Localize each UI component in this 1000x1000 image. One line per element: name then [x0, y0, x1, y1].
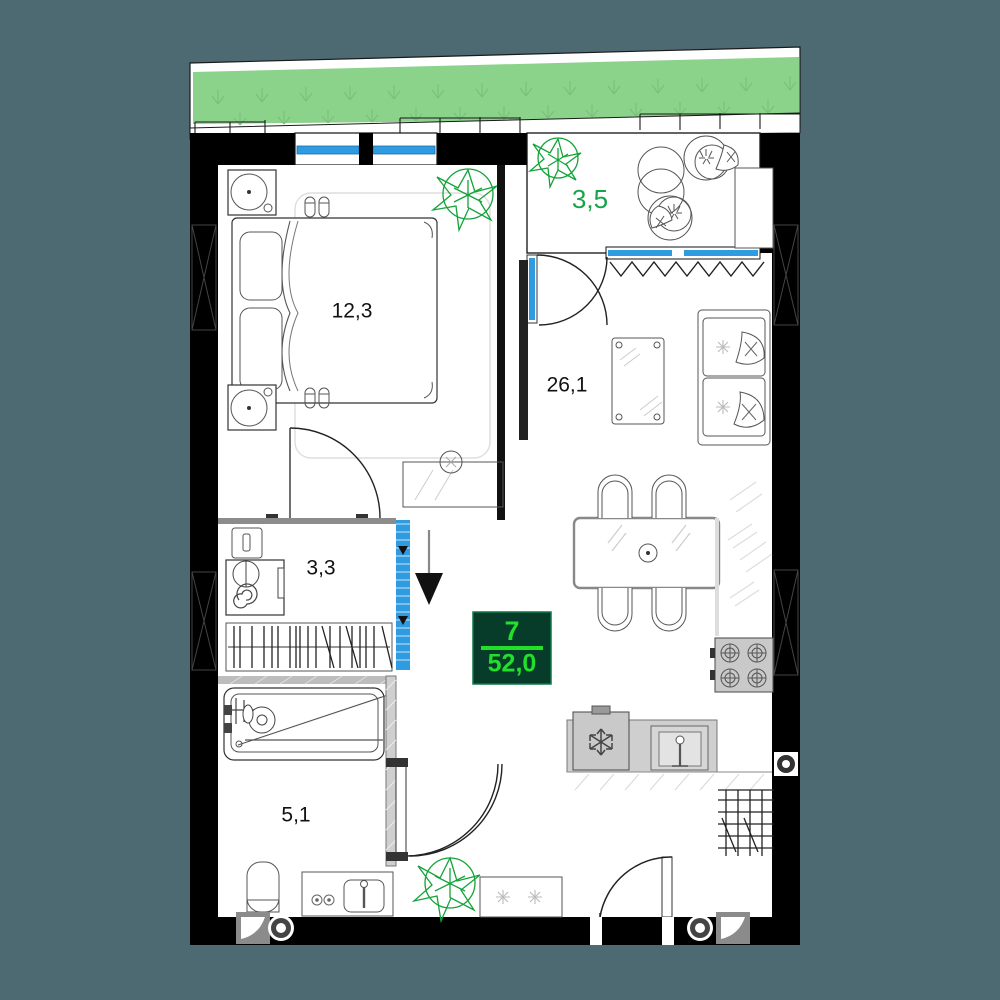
armchair-icon-2 [647, 195, 693, 241]
ventilation-icon [236, 912, 294, 944]
badge-divider [481, 646, 543, 650]
kitchen-dining [566, 474, 774, 856]
floor-sheen [729, 481, 773, 573]
entry-hall [411, 856, 674, 945]
window-openings [191, 224, 799, 676]
dining-table-icon [572, 516, 721, 590]
room-area-bathroom: 5,1 [281, 804, 310, 827]
slippers-icon [304, 196, 330, 409]
nightstand-bottom [227, 384, 277, 431]
bedroom-door [289, 427, 381, 519]
room-area-hallway: 3,3 [306, 557, 335, 580]
ventilation-icon-2 [687, 912, 750, 944]
lawn-fill [193, 57, 799, 124]
room-area-balcony: 3,5 [572, 184, 608, 214]
hallway-laundry [218, 518, 396, 685]
grass-icon [211, 76, 797, 126]
living-door [526, 254, 608, 326]
entrance-door [599, 856, 673, 918]
bathtub-icon [223, 687, 389, 761]
radiator-icon [718, 789, 774, 856]
site-railing [194, 113, 800, 138]
balcony-terrace [526, 132, 774, 278]
center-partition [396, 520, 443, 670]
plant-icon [527, 137, 582, 190]
unit-number: 7 [504, 616, 519, 646]
refrigerator-icon [572, 705, 630, 771]
unit-badge[interactable]: 7 52,0 [472, 611, 552, 685]
site-lawn [189, 46, 801, 140]
dresser [402, 461, 504, 508]
vanity-sink [301, 871, 394, 917]
unit-total-area: 52,0 [488, 650, 537, 678]
shoe-bench [479, 876, 563, 918]
wardrobe [225, 622, 393, 672]
plant-icon-bedroom [430, 168, 498, 233]
plant-icon-entry [411, 856, 481, 924]
bedroom [218, 165, 505, 524]
room-area-bedroom: 12,3 [332, 300, 373, 323]
sofa-icon [697, 309, 771, 446]
sink-icon [650, 725, 709, 771]
dining-chairs [597, 474, 687, 632]
outlet-icon [774, 752, 798, 776]
nightstand-top [227, 169, 277, 216]
living-room [519, 254, 773, 573]
armchair-icon [683, 135, 739, 181]
coffee-table [611, 337, 665, 425]
room-area-living-room: 26,1 [547, 374, 588, 397]
bed-icon [231, 217, 438, 404]
terrace-curtain-icon [609, 260, 765, 278]
washing-machine-icon [225, 559, 285, 616]
north-arrow-icon [415, 530, 443, 605]
bathroom [223, 675, 503, 917]
stove-icon [710, 637, 774, 693]
utility-markers [236, 752, 798, 944]
bathroom-door [386, 758, 503, 861]
